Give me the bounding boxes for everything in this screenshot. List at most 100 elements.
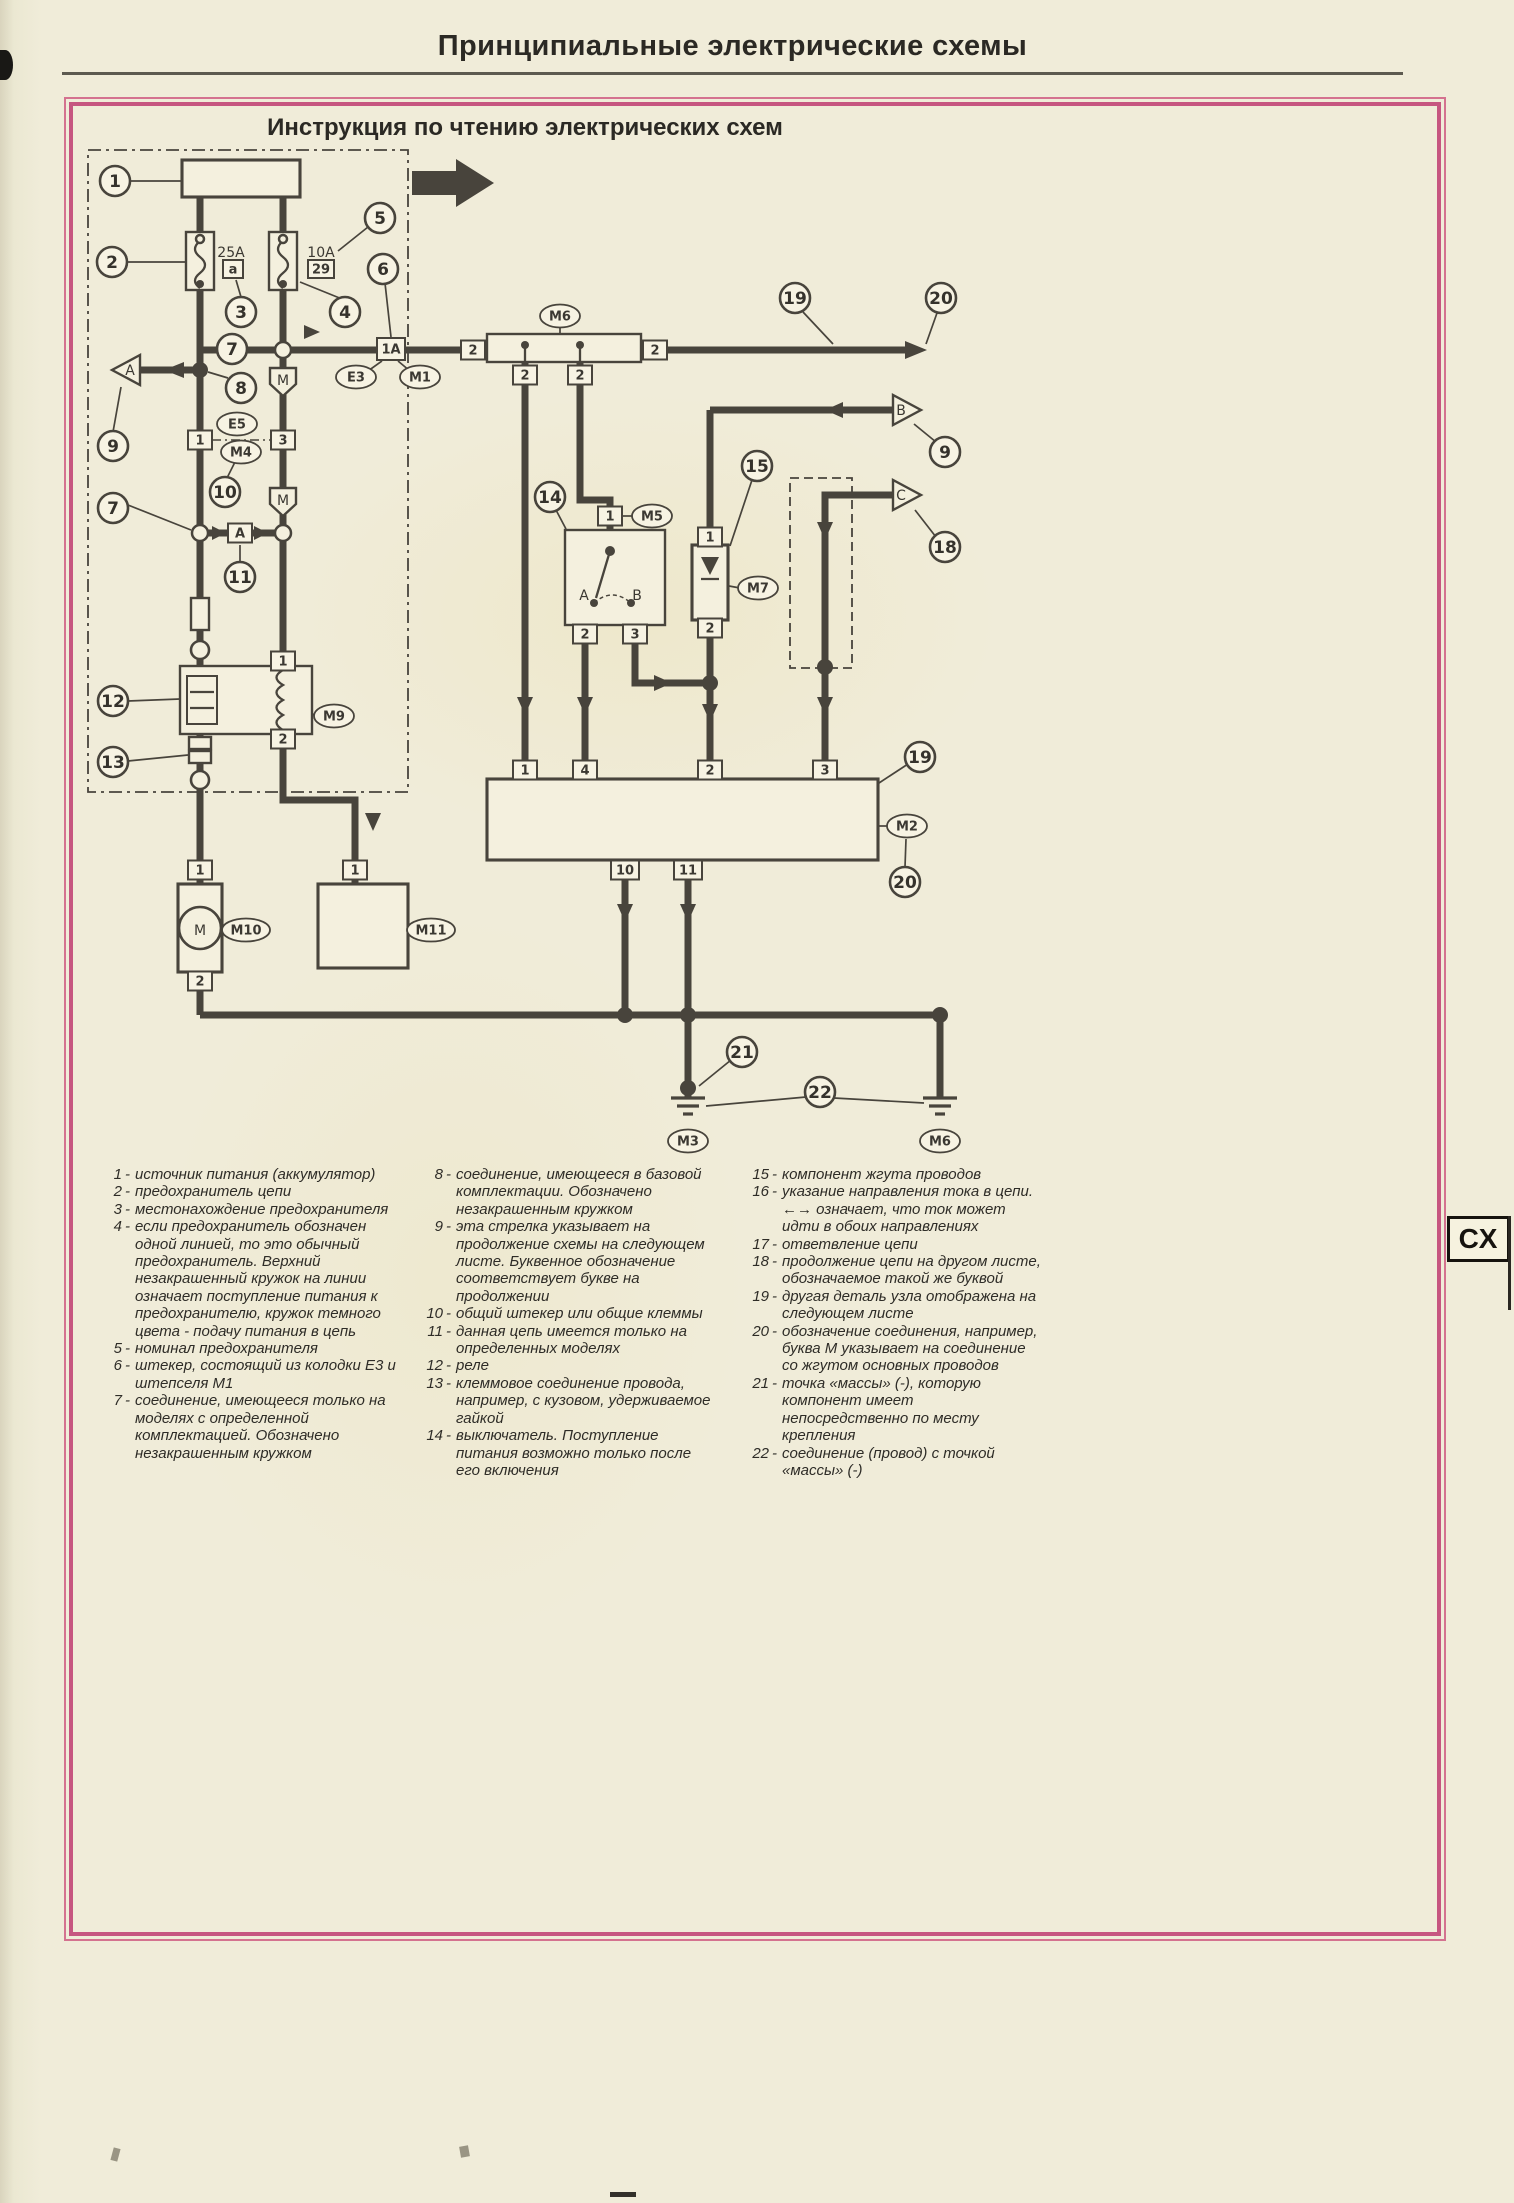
callout-18-17: 18	[928, 530, 962, 564]
fuse-1	[184, 230, 216, 292]
svg-text:E3: E3	[347, 371, 365, 386]
page-title: Принципиальные электрические схемы	[437, 30, 1028, 62]
callout-3-2: 3	[224, 295, 258, 329]
wiring-diagram: a291A222213A121231214231011121E3M1E5M4M6…	[87, 149, 962, 1154]
callout-19-20: 19	[903, 740, 937, 774]
connector-name-M11: M11	[406, 917, 456, 943]
legend-item-number: 15	[752, 1166, 769, 1183]
terminal-label-3: 3	[812, 759, 838, 781]
svg-text:6: 6	[377, 260, 389, 280]
diagram-text-M: M	[277, 373, 289, 389]
svg-text:5: 5	[374, 209, 386, 229]
power-source-box	[180, 158, 302, 199]
svg-text:1: 1	[278, 655, 287, 670]
connector-m6	[485, 332, 643, 364]
terminal-label-2: 2	[187, 970, 213, 992]
legend-item-dash: -	[446, 1374, 451, 1392]
legend-item-text: другая деталь узла отображена на следующ…	[782, 1287, 1037, 1323]
grommet-1	[189, 639, 211, 661]
legend-item-text: предохранитель цепи	[135, 1183, 292, 1201]
diode-component	[690, 543, 730, 622]
terminal-label-2: 2	[460, 339, 486, 361]
svg-text:M2: M2	[896, 820, 918, 835]
callout-20-21: 20	[888, 865, 922, 899]
legend-item-number: 19	[752, 1287, 769, 1305]
legend-item-text: компонент жгута проводов	[782, 1166, 982, 1183]
svg-text:2: 2	[705, 764, 714, 779]
legend-item-16: 16-указание направления тока в цепи. ←→ …	[742, 1183, 1042, 1235]
terminal-label-4: 4	[572, 759, 598, 781]
legend-item-6: 6-штекер, состоящий из колодки Е3 и штеп…	[95, 1357, 397, 1392]
diagram-text-B: B	[896, 403, 906, 419]
terminal-label-2: 2	[567, 364, 593, 386]
svg-text:18: 18	[933, 538, 957, 558]
section-tab: СХ	[1447, 1216, 1510, 1262]
legend-item-dash: -	[125, 1200, 130, 1218]
legend-item-dash: -	[772, 1183, 777, 1201]
connector-name-M1: M1	[399, 364, 441, 390]
legend-item-number: 10	[426, 1305, 443, 1323]
legend-item-number: 14	[426, 1427, 443, 1445]
legend-item-number: 18	[752, 1253, 769, 1271]
callout-14-14: 14	[533, 480, 567, 514]
relay	[178, 664, 314, 736]
svg-text:2: 2	[575, 369, 584, 384]
terminal-stack	[187, 735, 213, 765]
svg-text:M9: M9	[323, 710, 345, 725]
legend-item-dash: -	[125, 1218, 130, 1236]
legend-item-20: 20-обозначение соединения, например, бук…	[742, 1323, 1042, 1375]
diagram-text-10A: 10A	[307, 245, 335, 261]
legend-item-4: 4-если предохранитель обозначен одной ли…	[95, 1218, 397, 1340]
svg-text:7: 7	[107, 499, 119, 519]
grommet-2	[189, 769, 211, 791]
svg-text:M3: M3	[677, 1135, 699, 1150]
callout-22-23: 22	[803, 1075, 837, 1109]
legend-item-10: 10-общий штекер или общие клеммы	[416, 1305, 718, 1322]
legend-item-7: 7-соединение, имеющееся только на моделя…	[95, 1392, 397, 1462]
legend-item-dash: -	[772, 1374, 777, 1392]
terminal-label-2: 2	[697, 617, 723, 639]
legend-item-text: соединение (провод) с точкой «массы» (-)	[782, 1444, 995, 1479]
callout-9-16: 9	[928, 435, 962, 469]
legend-item-text: эта стрелка указывает на продолжение схе…	[456, 1218, 705, 1305]
connector-name-M4: M4	[220, 439, 262, 465]
connector-name-M3: M3	[667, 1128, 709, 1154]
svg-text:1: 1	[705, 531, 714, 546]
svg-text:1: 1	[195, 864, 204, 879]
connector-name-M10: M10	[221, 917, 271, 943]
legend-item-2: 2-предохранитель цепи	[95, 1183, 397, 1200]
terminal-label-1: 1	[697, 526, 723, 548]
legend-item-number: 21	[752, 1374, 769, 1392]
terminal-label-1: 1	[187, 859, 213, 881]
legend-item-12: 12-реле	[416, 1357, 718, 1374]
legend-item-text: соединение, имеющееся в базовой комплект…	[456, 1166, 702, 1218]
legend-item-18: 18-продолжение цепи на другом листе, обо…	[742, 1253, 1042, 1288]
svg-text:3: 3	[235, 303, 247, 323]
terminal-label-1: 1	[342, 859, 368, 881]
svg-text:a: a	[229, 263, 238, 278]
connector-name-E5: E5	[216, 411, 258, 437]
legend-item-text: точка «массы» (-), которую компонент име…	[782, 1374, 981, 1445]
legend-item-19: 19-другая деталь узла отображена на след…	[742, 1288, 1042, 1323]
legend-item-dash: -	[772, 1444, 777, 1462]
svg-text:10: 10	[213, 483, 237, 503]
legend-item-number: 2	[113, 1183, 122, 1201]
terminal-label-2: 2	[642, 339, 668, 361]
callout-11-11: 11	[223, 560, 257, 594]
legend-item-dash: -	[772, 1235, 777, 1253]
legend-item-5: 5-номинал предохранителя	[95, 1340, 397, 1357]
svg-text:2: 2	[705, 622, 714, 637]
legend-item-dash: -	[446, 1166, 451, 1183]
legend-item-text: реле	[456, 1357, 489, 1375]
legend-item-text: если предохранитель обозначен одной лини…	[135, 1218, 381, 1340]
terminal-label-2: 2	[512, 364, 538, 386]
scan-edge-line	[1508, 1216, 1511, 1310]
instruction-frame-inner	[69, 102, 1441, 1936]
svg-text:M6: M6	[929, 1135, 951, 1150]
legend-item-14: 14-выключатель. Поступление питания возм…	[416, 1427, 718, 1479]
svg-text:29: 29	[312, 263, 330, 278]
legend-item-text: штекер, состоящий из колодки Е3 и штепсе…	[135, 1357, 396, 1392]
legend-item-number: 8	[434, 1166, 443, 1183]
